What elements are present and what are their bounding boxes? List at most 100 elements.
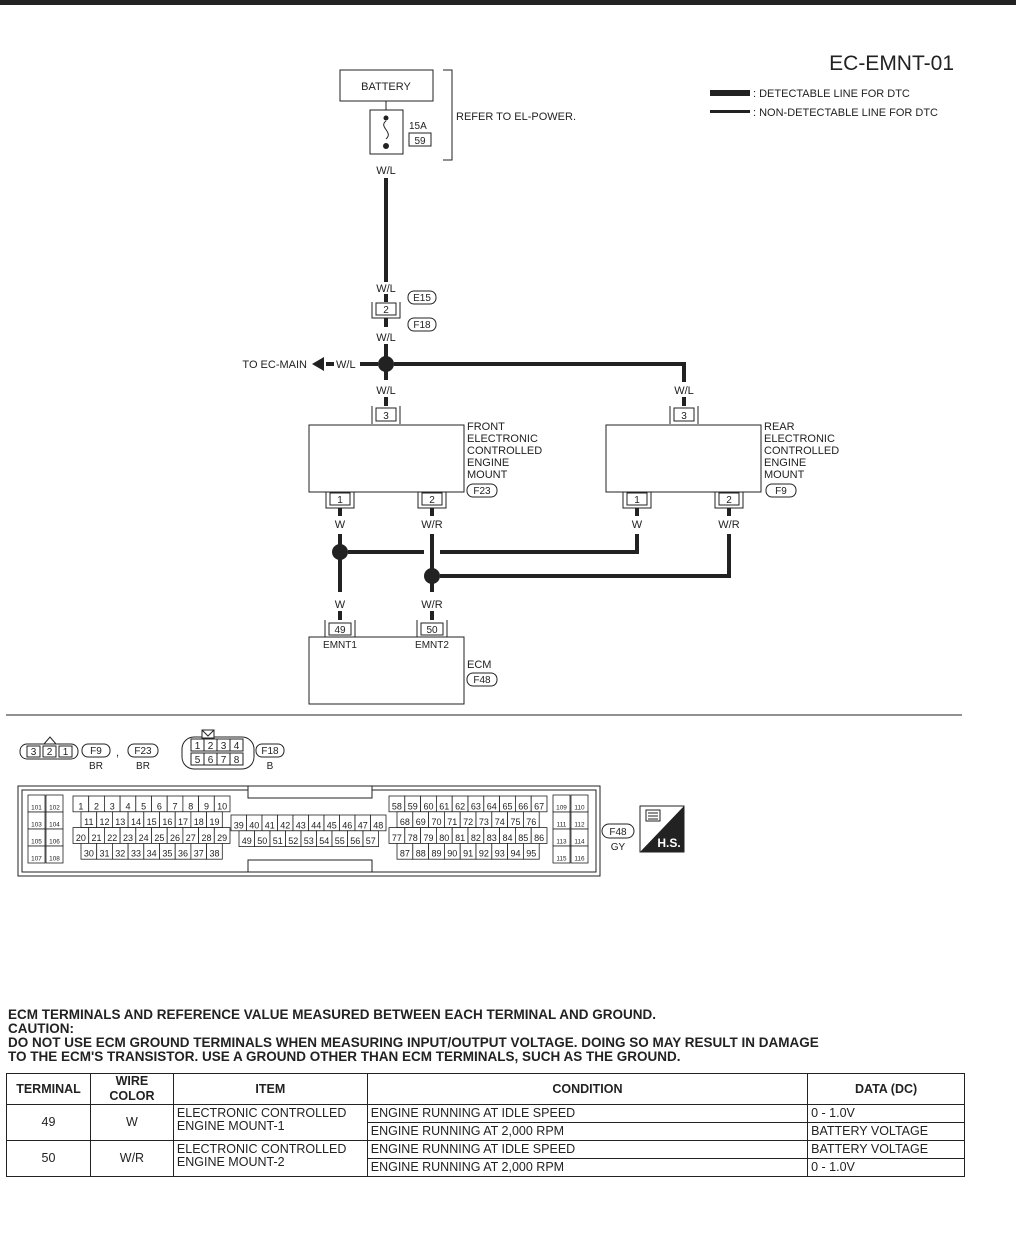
ecm-pin-label: 70	[431, 817, 441, 827]
col-item: ITEM	[172, 1073, 368, 1105]
ecm-pin-label: 29	[217, 833, 227, 843]
fuse-amp: 15A	[409, 121, 427, 132]
splice-point-w	[332, 544, 348, 560]
svg-text:8: 8	[234, 755, 240, 766]
svg-text:F23: F23	[473, 486, 491, 497]
ecm-pin-label: 19	[209, 817, 219, 827]
svg-text:6: 6	[208, 755, 214, 766]
splice-point-main	[378, 356, 394, 372]
rear-mount-connector	[765, 483, 797, 498]
table-row: ENGINE RUNNING AT 2,000 RPM BATTERY VOLT…	[7, 1122, 965, 1141]
ecm-pin-label: 35	[162, 849, 172, 859]
ecm-pin-label: 68	[400, 817, 410, 827]
ecm-pin-label: 84	[502, 833, 512, 843]
ecm-pin-label: 101	[31, 805, 42, 812]
ecm-pin-label: 66	[518, 801, 528, 811]
fuse-number: 59	[414, 136, 426, 147]
svg-text:2: 2	[47, 747, 53, 758]
joint-conn-bottom	[407, 317, 437, 332]
cell-data: 0 - 1.0V	[807, 1158, 965, 1177]
col-wire-color: WIRE COLOR	[89, 1073, 174, 1105]
ecm-emnt2-label: EMNT2	[415, 640, 449, 651]
ecm-pin-label: 8	[188, 801, 193, 811]
cell-data: BATTERY VOLTAGE	[807, 1122, 965, 1141]
ecm-box	[308, 636, 465, 705]
ecm-pin-label: 77	[392, 833, 402, 843]
svg-text:7: 7	[221, 755, 227, 766]
svg-text:B: B	[267, 761, 274, 772]
front-mount-line-2: ELECTRONIC	[467, 433, 538, 445]
ecm-pin-label: 52	[288, 836, 298, 846]
wire-label-wl-5: W/L	[674, 385, 694, 397]
cell-data: 0 - 1.0V	[807, 1104, 965, 1123]
ecm-connector	[466, 672, 498, 687]
legend-nondetectable-label: : NON-DETECTABLE LINE FOR DTC	[753, 107, 938, 119]
ecm-pin-label: 9	[204, 801, 209, 811]
svg-text:H.S.: H.S.	[657, 836, 680, 850]
svg-text:2: 2	[429, 495, 435, 506]
wire-label-wl-4: W/L	[376, 385, 396, 397]
ecm-pin-label: 38	[209, 849, 219, 859]
ecm-pin50-box	[420, 622, 444, 636]
wire-label-w-1: W	[335, 519, 346, 531]
ecm-pin-label: 83	[487, 833, 497, 843]
wire-label-wr-1: W/R	[421, 519, 442, 531]
ecm-pin-label: 103	[31, 822, 42, 829]
conn-separator-comma: ,	[116, 747, 119, 759]
ecm-pin-label: 41	[265, 820, 275, 830]
ecm-pin-label: 11	[84, 817, 93, 827]
rear-mount-line-5: MOUNT	[764, 469, 805, 481]
cell-condition: ENGINE RUNNING AT 2,000 RPM	[366, 1122, 809, 1141]
ecm-pin-label: 4	[125, 801, 130, 811]
ecm-pin-label: 60	[423, 801, 433, 811]
ecm-pin	[570, 845, 589, 864]
ecm-pin-label: 86	[534, 833, 544, 843]
ecm-pin-label: 10	[217, 801, 227, 811]
ecm-pin-label: 112	[574, 822, 585, 829]
svg-text:F18: F18	[261, 746, 279, 757]
wire-label-wl-2: W/L	[376, 283, 396, 295]
svg-text:2: 2	[726, 495, 732, 506]
ecm-pin-label: 32	[115, 849, 125, 859]
front-mount-line-1: FRONT	[467, 421, 505, 433]
svg-text:3: 3	[383, 411, 389, 422]
svg-text:2: 2	[208, 741, 214, 752]
ecm-pin-label: 20	[76, 833, 86, 843]
ecm-pin-label: 110	[574, 805, 585, 812]
ecm-pin-label: 39	[234, 820, 244, 830]
ecm-pin-label: 45	[327, 820, 337, 830]
ecm-pin-label: 18	[194, 817, 204, 827]
ecm-pin-label: 49	[242, 836, 252, 846]
svg-text:BR: BR	[89, 761, 103, 772]
cell-terminal: 50	[6, 1140, 91, 1177]
svg-text:GY: GY	[611, 842, 626, 853]
ecm-pin-label: 42	[280, 820, 290, 830]
rear-mount-line-1: REAR	[764, 421, 795, 433]
ecm-pin-label: 94	[510, 849, 520, 859]
ecm-pin-label: 115	[556, 856, 567, 863]
ecm-pin-label: 12	[100, 817, 110, 827]
ecm-pin-label: 63	[471, 801, 481, 811]
caution-line-2: TO THE ECM'S TRANSISTOR. USE A GROUND OT…	[8, 1049, 681, 1064]
conn-f9-tag	[81, 743, 111, 758]
ecm-pin-label: 90	[447, 849, 457, 859]
rear-mount-line-2: ELECTRONIC	[764, 433, 835, 445]
ecm-pin-label: 58	[392, 801, 402, 811]
ecm-pin-label: 22	[107, 833, 117, 843]
ecm-pin-label: 91	[463, 849, 473, 859]
front-mount-line-4: ENGINE	[467, 457, 509, 469]
ecm-pin-label: 95	[526, 849, 536, 859]
ecm-pin-label: 55	[335, 836, 345, 846]
wire-label-wr-2: W/R	[718, 519, 739, 531]
ecm-pin-label: 111	[557, 822, 567, 829]
front-pin1-box	[329, 492, 351, 506]
svg-text:3: 3	[31, 747, 37, 758]
col-terminal: TERMINAL	[6, 1073, 91, 1105]
conn-f23-tag	[127, 743, 159, 758]
notes-heading: ECM TERMINALS AND REFERENCE VALUE MEASUR…	[8, 1007, 657, 1022]
ecm-pin-label: 54	[319, 836, 329, 846]
ecm-pin-label: 30	[84, 849, 94, 859]
cell-condition: ENGINE RUNNING AT IDLE SPEED	[366, 1140, 809, 1159]
ecm-label: ECM	[467, 659, 491, 671]
